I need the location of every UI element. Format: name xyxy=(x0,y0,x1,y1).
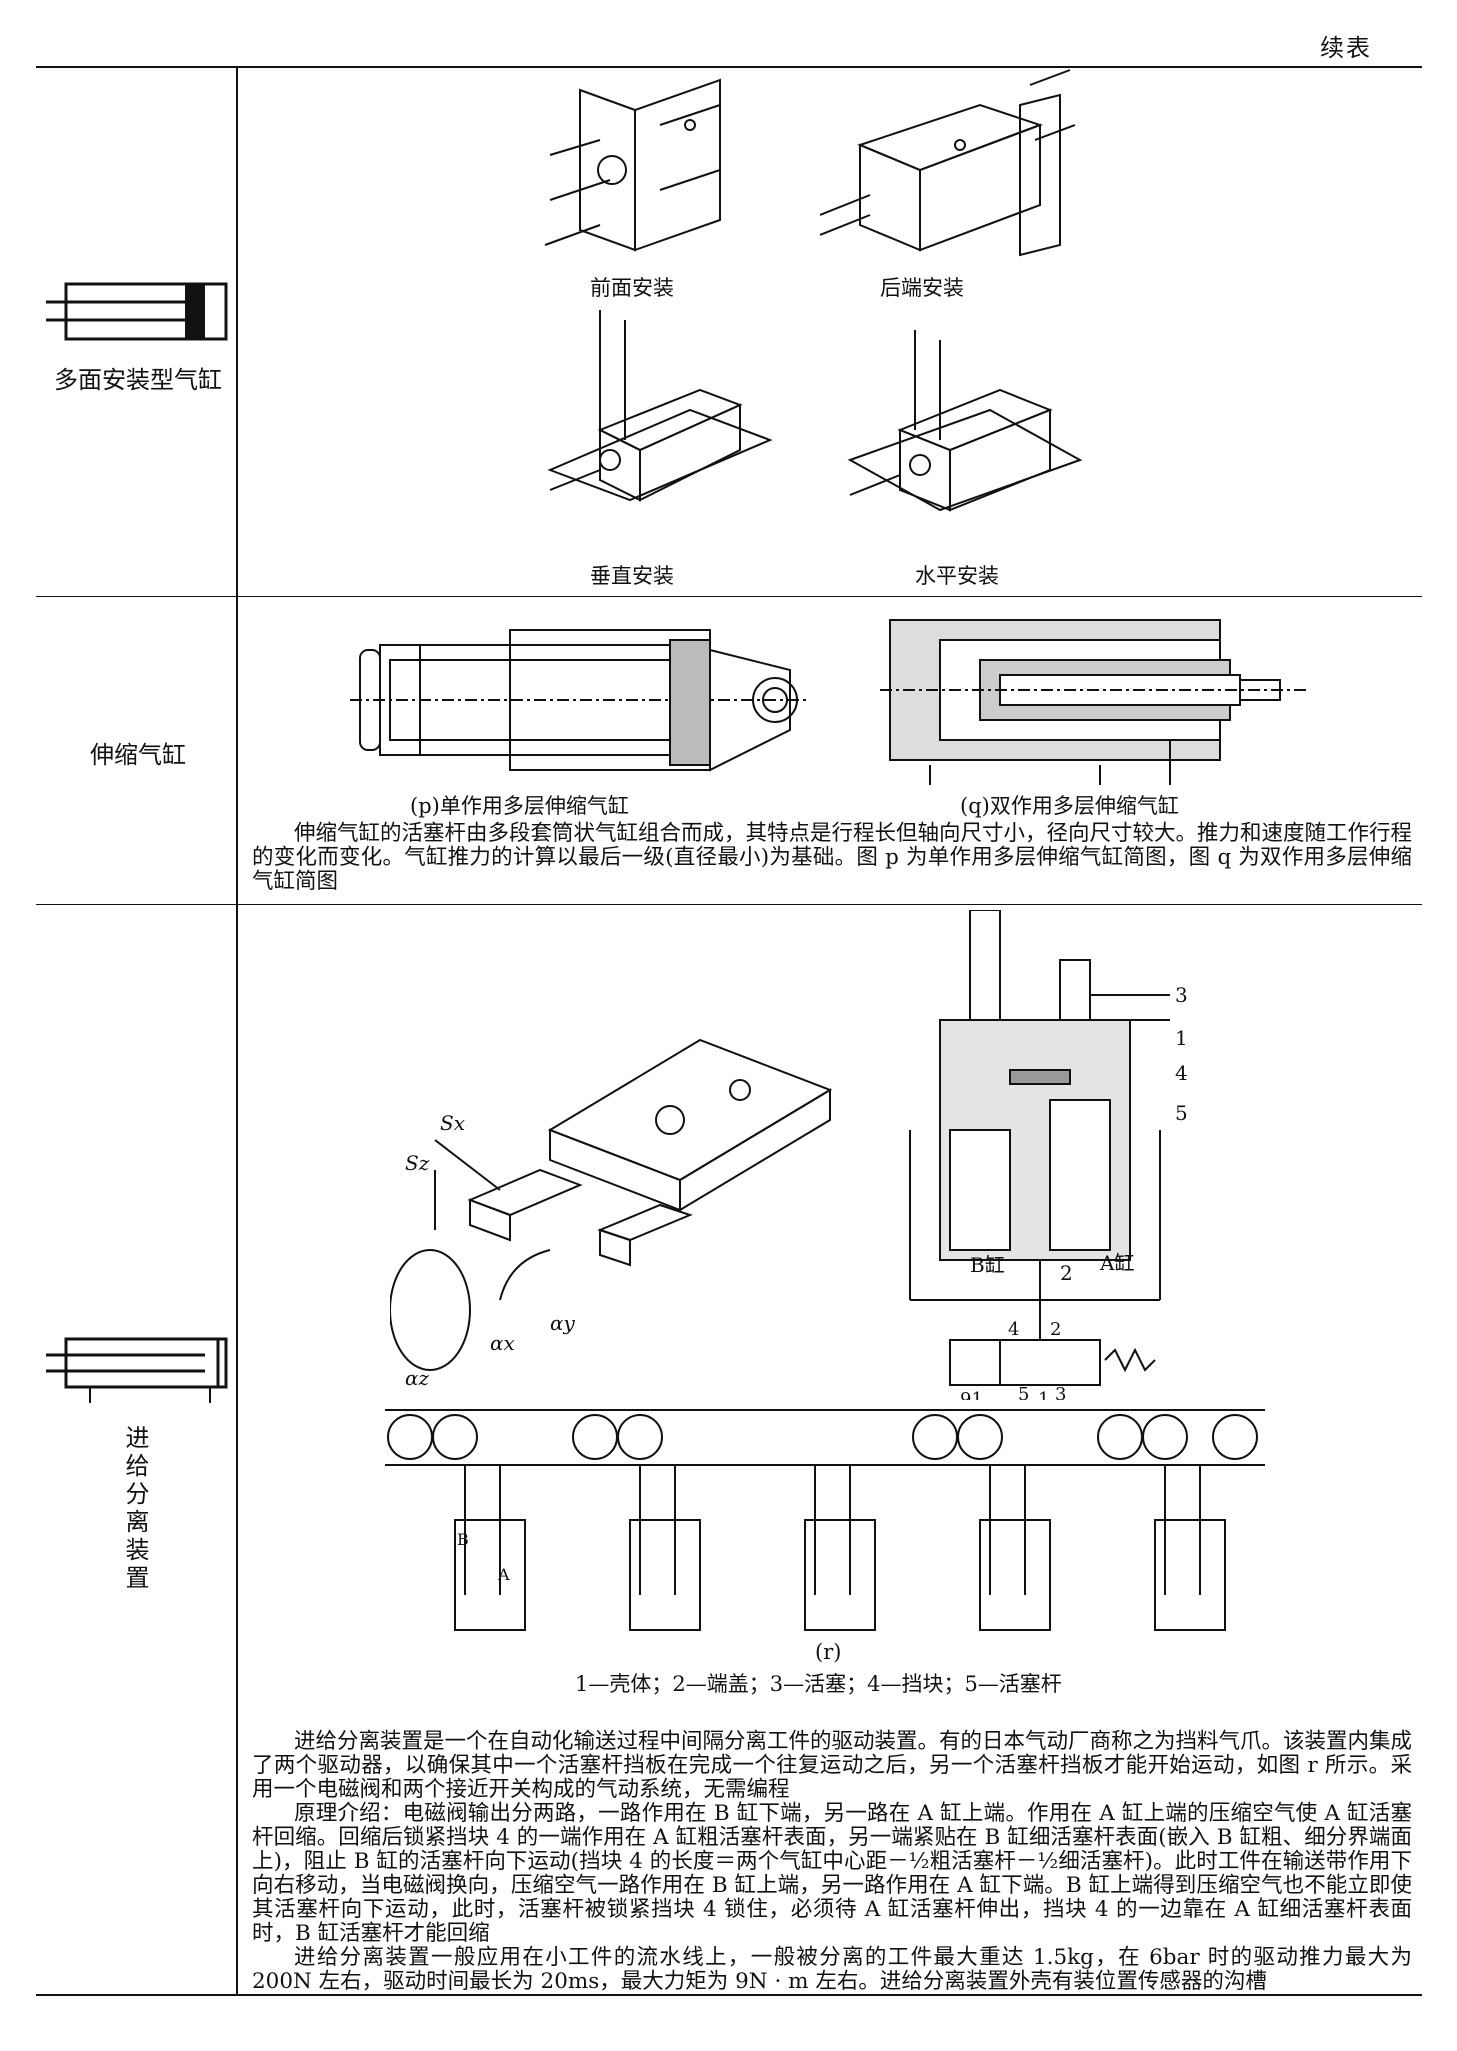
vertical-mount-illustration xyxy=(547,310,773,502)
figure-legend: 1—壳体；2—端盖；3—活塞；4—挡块；5—活塞杆 xyxy=(575,1672,1062,1696)
label-sz: Sz xyxy=(405,1151,430,1175)
caption-single-acting: (p)单作用多层伸缩气缸 xyxy=(410,794,629,818)
continued-label: 续表 xyxy=(1320,34,1372,62)
telescopic-description-text: 伸缩气缸的活塞杆由多段套筒状气缸组合而成，其特点是行程长但轴向尺寸小，径向尺寸较… xyxy=(252,821,1413,894)
label-3: 3 xyxy=(1175,983,1188,1007)
cylinder-symbol-3 xyxy=(46,1337,228,1403)
label-4: 4 xyxy=(1175,1061,1188,1085)
label-valve-5: 5 xyxy=(1018,1384,1029,1400)
telescopic-description: 伸缩气缸的活塞杆由多段套筒状气缸组合而成，其特点是行程长但轴向尺寸小，径向尺寸较… xyxy=(252,822,1412,894)
row-divider-2 xyxy=(36,904,1422,905)
bottom-rule xyxy=(36,1994,1422,1996)
column-divider xyxy=(236,66,238,1996)
label-b-cylinder: B缸 xyxy=(970,1253,1005,1277)
label-valve-3: 3 xyxy=(1055,1384,1066,1400)
row-label-feed-separator: 进给分离装置 xyxy=(121,1425,149,1593)
feed-separator-paragraph-3: 进给分离装置一般应用在小工件的流水线上，一般被分离的工件最大重达 1.5kg，在… xyxy=(252,1945,1412,1994)
caption-front-mount: 前面安装 xyxy=(590,276,674,300)
conveyor-label-b: B xyxy=(457,1530,469,1549)
separator-cross-section: B缸 A缸 1 2 3 4 5 4 2 91 5 1 3 xyxy=(909,910,1188,1400)
rear-mount-illustration xyxy=(820,69,1076,257)
figure-label-r: (r) xyxy=(815,1640,842,1664)
label-2: 2 xyxy=(1060,1261,1073,1285)
label-a-cylinder: A缸 xyxy=(1099,1251,1134,1275)
label-5: 5 xyxy=(1175,1101,1188,1125)
label-1: 1 xyxy=(1175,1026,1188,1050)
top-rule xyxy=(36,66,1422,68)
feed-separator-description: 进给分离装置是一个在自动化输送过程中间隔分离工件的驱动装置。有的日本气动厂商称之… xyxy=(252,1730,1412,1994)
label-valve-2: 2 xyxy=(1050,1319,1061,1340)
label-valve-4: 4 xyxy=(1008,1319,1019,1340)
double-acting-telescopic-drawing xyxy=(880,619,1310,785)
cylinder-symbol-1 xyxy=(46,282,228,341)
conveyor-diagram: B A xyxy=(385,1409,1265,1631)
label-ay: αy xyxy=(550,1311,576,1335)
label-valve-91: 91 xyxy=(960,1389,983,1400)
caption-double-acting: (q)双作用多层伸缩气缸 xyxy=(960,794,1179,818)
horizontal-mount-illustration xyxy=(847,330,1083,512)
caption-vertical-mount: 垂直安装 xyxy=(590,564,674,588)
row-label-telescopic: 伸缩气缸 xyxy=(90,741,186,769)
gripper-illustration: Sx Sz αy αx αz xyxy=(390,1038,833,1390)
label-az: αz xyxy=(405,1366,430,1390)
label-sx: Sx xyxy=(440,1111,465,1135)
front-mount-illustration xyxy=(544,78,721,252)
caption-horizontal-mount: 水平安装 xyxy=(915,564,999,588)
row-label-multi-mount: 多面安装型气缸 xyxy=(54,366,222,394)
caption-rear-mount: 后端安装 xyxy=(880,276,964,300)
label-ax: αx xyxy=(490,1331,515,1355)
feed-separator-paragraph-1: 进给分离装置是一个在自动化输送过程中间隔分离工件的驱动装置。有的日本气动厂商称之… xyxy=(252,1729,1413,1802)
row-divider-1 xyxy=(36,596,1422,597)
feed-separator-paragraph-2: 原理介绍：电磁阀输出分两路，一路作用在 B 缸下端，另一路在 A 缸上端。作用在… xyxy=(252,1801,1412,1946)
conveyor-label-a: A xyxy=(497,1565,510,1584)
single-acting-telescopic-drawing xyxy=(350,629,810,772)
label-valve-1: 1 xyxy=(1038,1389,1049,1400)
